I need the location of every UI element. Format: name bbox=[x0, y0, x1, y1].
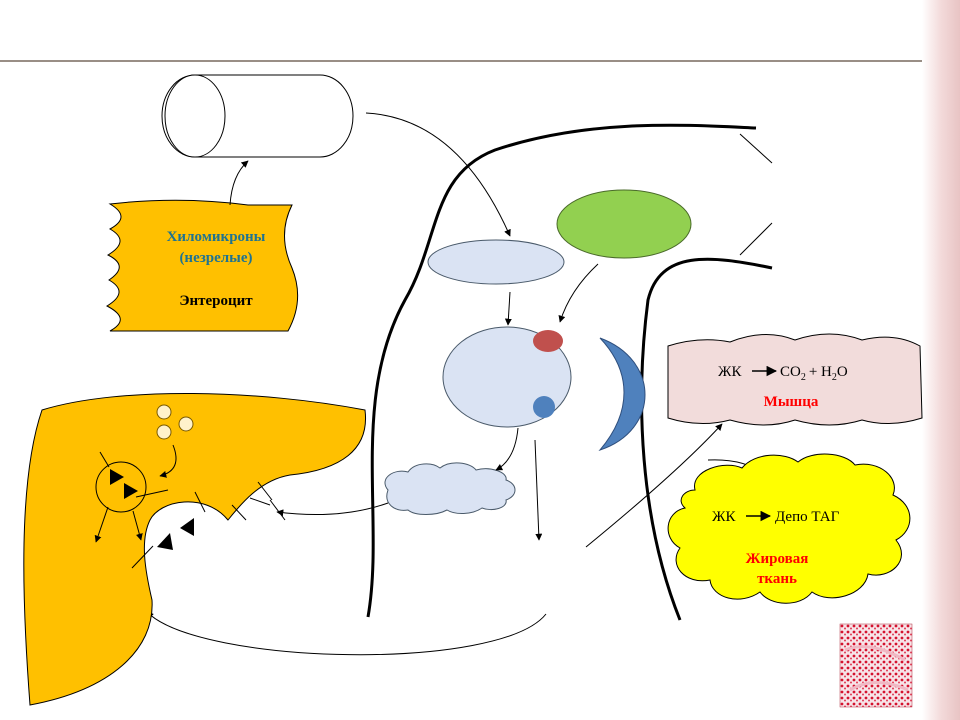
arrow-circle-to-cloud bbox=[495, 427, 519, 471]
cylinder-shape bbox=[161, 74, 354, 158]
muscle-name: Мышца bbox=[764, 394, 819, 410]
remnant-cloud bbox=[384, 462, 516, 515]
arrow-circle-down bbox=[534, 439, 543, 541]
triangle-1 bbox=[110, 469, 124, 485]
fringe-3 bbox=[249, 497, 271, 506]
tissue-line-1 bbox=[739, 133, 773, 164]
receptor-line-2 bbox=[135, 489, 169, 498]
receptor-line-1 bbox=[99, 451, 110, 468]
muscle-formula-left: ЖК bbox=[718, 364, 742, 380]
adipose-name-line1: Жировая bbox=[746, 551, 809, 567]
arrow-receptor-out bbox=[94, 506, 109, 543]
green-oval bbox=[556, 189, 692, 259]
fringe-5 bbox=[269, 499, 286, 521]
receptor-circle bbox=[95, 461, 147, 513]
arrow-vessel-to-oval bbox=[365, 112, 511, 237]
adipose-formula-right: Депо ТАГ bbox=[775, 509, 840, 525]
fringe-2 bbox=[231, 504, 247, 521]
arrow-return-to-liver bbox=[146, 611, 547, 656]
droplet-1 bbox=[156, 404, 172, 420]
fringe-1 bbox=[194, 491, 206, 513]
enterocyte-title-line1: Хиломикроны bbox=[167, 229, 266, 245]
triangle-3 bbox=[157, 533, 173, 550]
fringe-4 bbox=[257, 481, 273, 501]
crescent-enzyme bbox=[598, 337, 646, 452]
liver-shape bbox=[23, 392, 367, 706]
red-dot bbox=[533, 330, 563, 352]
enterocyte-shape bbox=[105, 199, 299, 332]
droplet-3 bbox=[178, 416, 194, 432]
edge-decoration bbox=[922, 0, 960, 720]
adipose-cloud bbox=[667, 453, 911, 604]
arrow-enterocyte-to-vessel bbox=[229, 160, 249, 206]
muscle-plus-h: + H bbox=[809, 364, 832, 380]
adipose-name-line2: ткань bbox=[757, 571, 797, 587]
enterocyte-title-line2: (незрелые) bbox=[179, 250, 252, 266]
arrow-receptor-down bbox=[132, 510, 143, 541]
adipose-formula-left: ЖК bbox=[712, 509, 736, 525]
muscle-sub-2a: 2 bbox=[801, 372, 806, 383]
arrow-to-muscle bbox=[585, 423, 723, 548]
vessel-wall-left bbox=[366, 123, 757, 618]
muscle-co: CO bbox=[780, 364, 801, 380]
arrow-cloud-to-liver bbox=[276, 502, 389, 517]
muscle-box bbox=[667, 333, 923, 426]
droplet-2 bbox=[156, 424, 172, 440]
light-blue-oval bbox=[427, 239, 565, 285]
histology-texture bbox=[844, 645, 909, 692]
vessel-wall-right bbox=[640, 257, 773, 621]
muscle-sub-2b: 2 bbox=[832, 372, 837, 383]
enterocyte-name: Энтероцит bbox=[179, 293, 253, 309]
triangle-4 bbox=[180, 518, 194, 536]
arrow-droplets-to-circle bbox=[159, 444, 177, 478]
blue-dot bbox=[533, 396, 555, 418]
triangle-2 bbox=[124, 483, 138, 499]
arrow-green-to-circle bbox=[558, 263, 599, 323]
histology-thumbnail bbox=[839, 623, 913, 708]
muscle-formula-right: CO2+ H2O bbox=[780, 364, 848, 383]
arrow-oval-to-circle bbox=[504, 291, 512, 326]
muscle-o: O bbox=[837, 364, 848, 380]
tissue-line-2 bbox=[739, 222, 773, 256]
receptor-line-3 bbox=[131, 545, 154, 569]
